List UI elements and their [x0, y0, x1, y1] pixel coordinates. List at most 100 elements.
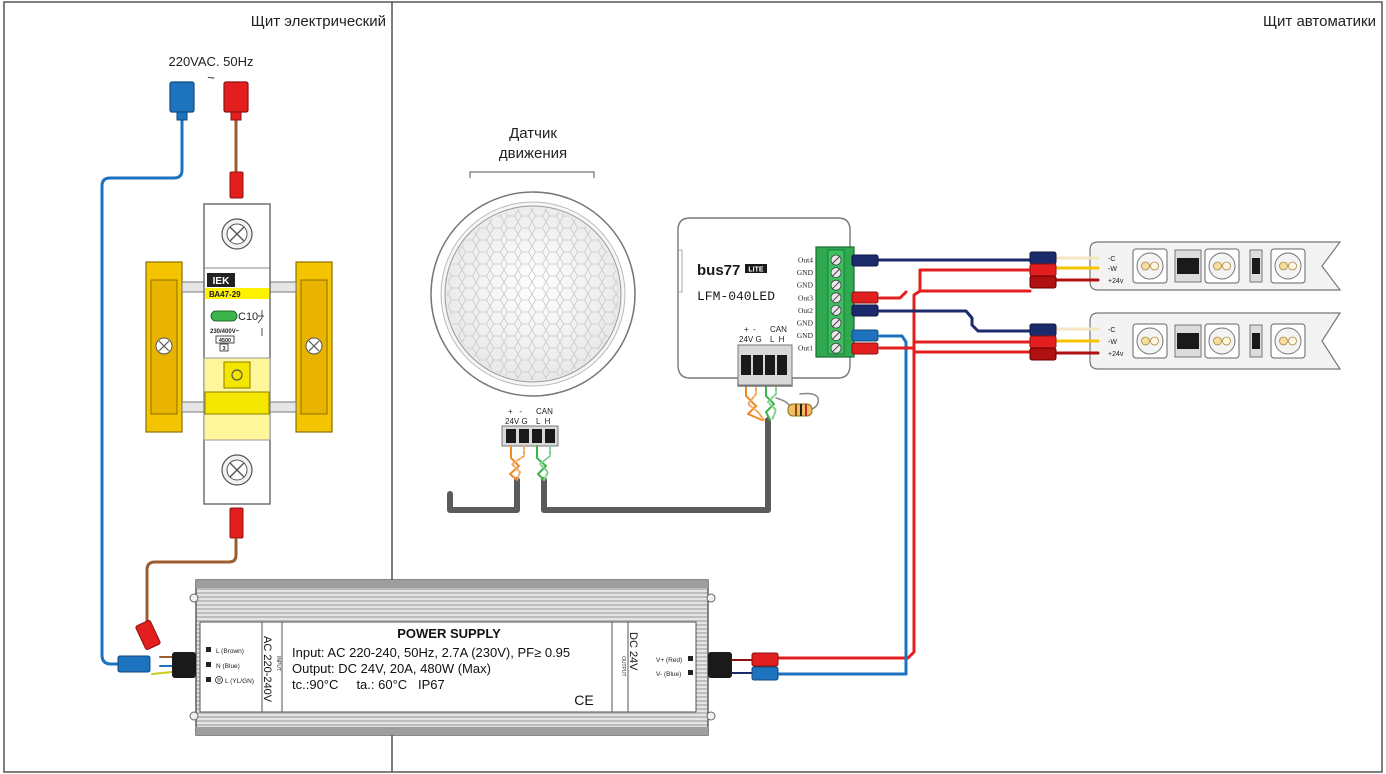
- breaker-capacity: 4500: [219, 338, 231, 344]
- psu-ac-side-label: AC 220-240V: [261, 636, 273, 703]
- sensor-terminal-block: [501, 425, 559, 447]
- live-connector-icon: [223, 81, 249, 121]
- psu-dc-side-label: DC 24V: [627, 632, 639, 671]
- circuit-breaker: [203, 203, 271, 505]
- psu-input-spec: Input: AC 220-240, 50Hz, 2.7A (230V), PF…: [292, 645, 570, 660]
- terminal-screw-slot-icon: [832, 331, 840, 340]
- breaker-model-label: [205, 288, 269, 299]
- mains-wiring: [100, 110, 238, 675]
- breaker-capacity-box: [215, 335, 235, 344]
- terminal-screw-slot-icon: [832, 293, 840, 302]
- resistor-chip-icon: [1252, 258, 1260, 274]
- psu-mount-ears-icon: [189, 593, 716, 721]
- psu-output-terminal-markers-icon: [688, 656, 693, 675]
- controller-edition-badge: [745, 264, 767, 273]
- led-die-icon: [1213, 261, 1222, 271]
- terminal-label: GND: [797, 319, 814, 328]
- psu-output-plus: V+ (Red): [656, 657, 682, 664]
- psu-minus-ferrule-icon: [751, 666, 779, 681]
- strip2-label-c: -C: [1108, 327, 1115, 334]
- controller-bus-terminal-block: [737, 344, 793, 386]
- controller-out1-ferrule-icon: [851, 342, 879, 355]
- led-lens-icon: [1208, 327, 1236, 355]
- breaker-top-ferrule-icon: [229, 171, 244, 199]
- psu-output-spec: Output: DC 24V, 20A, 480W (Max): [292, 661, 491, 676]
- breaker-model: ВА47-29: [209, 290, 241, 299]
- terminal-screws: [830, 254, 842, 354]
- psu-ac-tag: INPUT: [275, 656, 281, 671]
- sensor-can-label: CAN: [536, 407, 553, 416]
- sensor-can-pins: L H: [536, 417, 551, 426]
- strip-leads: [1054, 256, 1100, 355]
- din-rail-clamp-right-icon: [295, 261, 333, 433]
- breaker-rating: C10: [238, 311, 258, 323]
- controller-can-label: CAN: [770, 325, 787, 334]
- dc-wiring: [731, 258, 1032, 676]
- terminal-label: Out4: [798, 256, 813, 265]
- controller-gnd-blue-ferrule-icon: [851, 329, 879, 342]
- controller-out3-ferrule-icon: [851, 304, 879, 317]
- led-die-icon: [1150, 261, 1159, 271]
- strip2-connector-icon: [1029, 323, 1057, 361]
- terminal-screw-slot-icon: [832, 281, 840, 290]
- strip1-label-c: -C: [1108, 256, 1115, 263]
- mains-ac-symbol: ~: [207, 70, 215, 85]
- breaker-brand: IEK: [213, 276, 230, 287]
- led-lens-icon: [1274, 327, 1302, 355]
- psu-neutral-ferrule-icon: [117, 655, 151, 673]
- psu-live-ferrule-icon: [135, 619, 161, 651]
- sensor-title-bracket: [469, 171, 595, 178]
- led-die-icon: [1222, 336, 1231, 346]
- led-die-icon: [1141, 336, 1150, 346]
- terminal-screw-slot-icon: [832, 319, 840, 327]
- led-strip-chips: [1132, 248, 1306, 359]
- psu-title: POWER SUPPLY: [397, 626, 501, 641]
- mains-label: 220VAC. 50Hz: [168, 54, 253, 69]
- breaker-symbol-icon: [257, 310, 264, 336]
- strip1-connector-icon: [1029, 251, 1057, 289]
- sensor-pin-names: 24V G: [505, 417, 528, 426]
- power-supply: [195, 579, 709, 736]
- controller-can-pins: L H: [770, 335, 785, 344]
- led-die-icon: [1213, 336, 1222, 346]
- breaker-indicator-icon: [210, 310, 238, 322]
- terminal-label: GND: [797, 331, 814, 340]
- controller-out4-ferrule-icon: [851, 254, 879, 267]
- psu-temperature-spec: tc.:90°C ta.: 60°C IP67: [292, 677, 445, 692]
- breaker-class: 3: [222, 346, 225, 352]
- led-die-icon: [1288, 336, 1297, 346]
- controller-pin-signs: + -: [744, 325, 756, 334]
- led-lens-icon: [1208, 252, 1236, 280]
- resistor-chip-icon: [1252, 333, 1260, 349]
- neutral-connector-icon: [169, 81, 195, 121]
- resistor-chip-icon: [1177, 333, 1199, 349]
- breaker-toggle-icon: [223, 361, 251, 389]
- led-lens-icon: [1274, 252, 1302, 280]
- led-die-icon: [1222, 261, 1231, 271]
- led-die-icon: [1141, 261, 1150, 271]
- sensor-title-line2: движения: [499, 145, 567, 162]
- psu-input-n: N (Blue): [216, 663, 240, 670]
- controller-model: LFM-040LED: [697, 289, 775, 304]
- controller-pin-names: 24V G: [739, 335, 762, 344]
- led-die-icon: [1150, 336, 1159, 346]
- terminal-screw-slot-icon: [832, 344, 840, 353]
- psu-dc-tag: OUTPUT: [620, 656, 626, 677]
- breaker-brand-logo-icon: IEK: [207, 273, 235, 287]
- terminal-label: Out2: [798, 306, 813, 315]
- sensor-pin-signs: + -: [508, 407, 522, 416]
- din-rail-clamp-left-icon: [145, 261, 183, 433]
- controller-brand: bus77: [697, 262, 740, 279]
- breaker-bottom-ferrule-icon: [229, 507, 244, 539]
- left-panel-title: Щит электрический: [251, 13, 386, 30]
- can-bus-cable: [447, 382, 820, 513]
- right-panel-title: Щит автоматики: [1263, 13, 1376, 30]
- strip2-label-w: -W: [1108, 339, 1117, 346]
- psu-ce-mark: CE: [574, 692, 593, 708]
- breaker-bottom-screw-icon: [221, 454, 253, 486]
- led-lens-icon: [1136, 327, 1164, 355]
- resistor-chip-icon: [1177, 258, 1199, 274]
- strip1-label-w: -W: [1108, 266, 1117, 273]
